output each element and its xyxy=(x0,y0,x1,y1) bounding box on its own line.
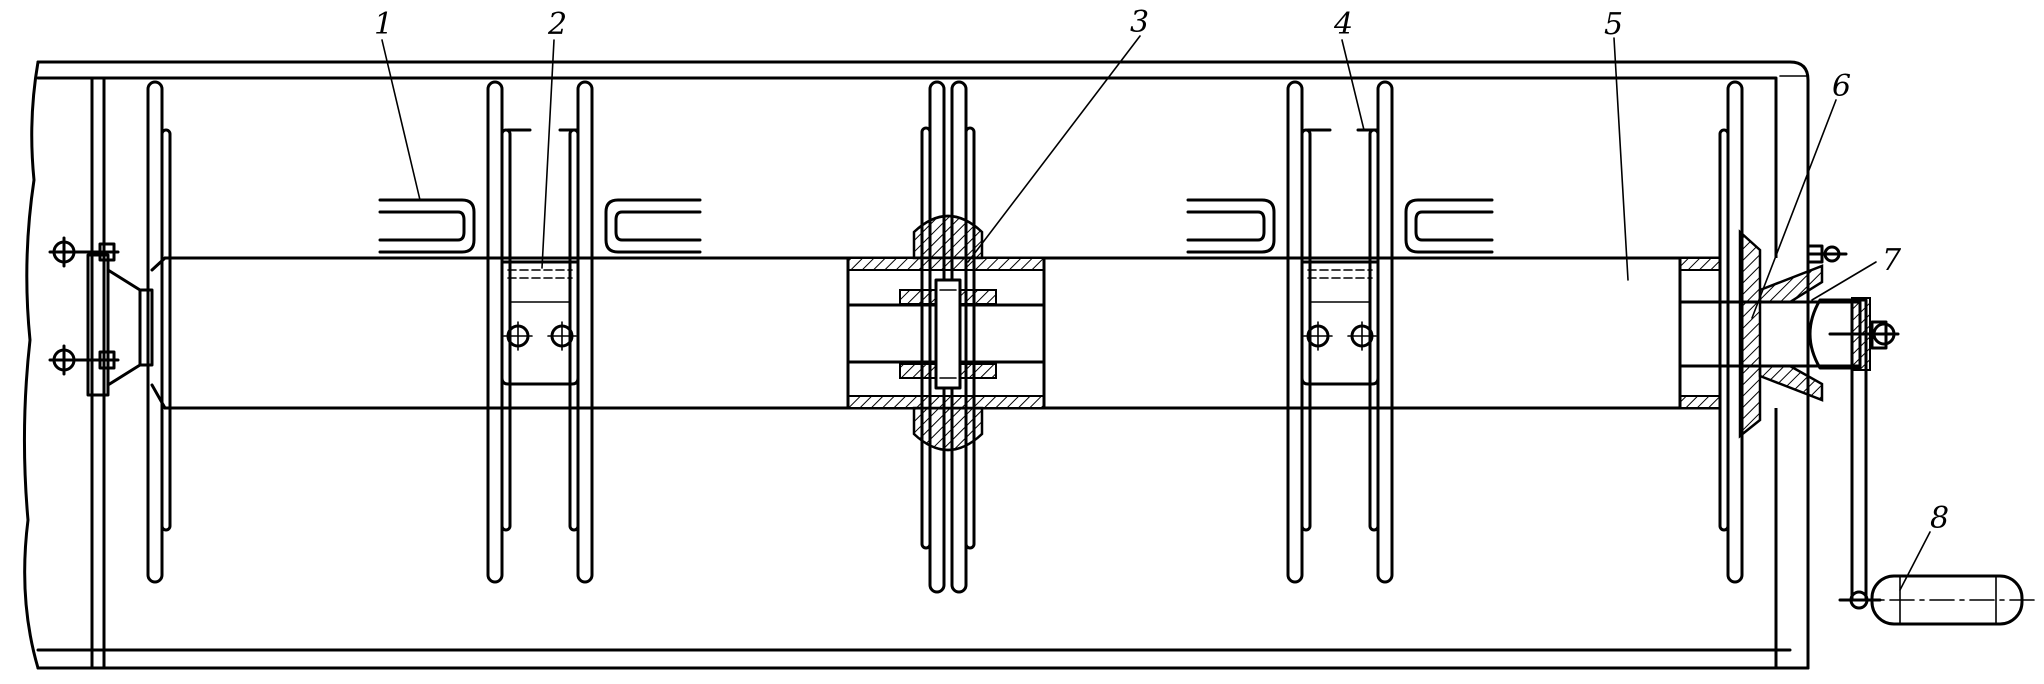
part-labels: 1 2 3 4 5 6 7 8 xyxy=(374,5,1949,536)
label-1: 1 xyxy=(374,7,393,42)
center-coupling-section xyxy=(846,80,1046,594)
bolt-icon xyxy=(1303,321,1333,351)
bolt-icon xyxy=(547,321,577,351)
trough-frame xyxy=(22,60,1810,670)
label-8: 8 xyxy=(1930,501,1949,536)
bolt-icon xyxy=(48,344,120,376)
label-2: 2 xyxy=(547,7,567,42)
right-end-section xyxy=(1678,80,1900,602)
bolt-icon xyxy=(1828,320,1900,350)
label-6: 6 xyxy=(1832,69,1851,104)
disc-pair-left xyxy=(378,80,702,584)
bolt-icon xyxy=(1347,321,1377,351)
disc xyxy=(146,80,172,584)
bolt-icon xyxy=(48,236,120,268)
label-7: 7 xyxy=(1882,243,1902,278)
leader-lines xyxy=(381,35,1931,591)
disc-pair-right xyxy=(1186,80,1494,584)
bolt-icon xyxy=(503,321,533,351)
label-4: 4 xyxy=(1333,7,1353,42)
label-3: 3 xyxy=(1130,5,1149,40)
label-5: 5 xyxy=(1604,7,1623,42)
bolt-icon xyxy=(1806,244,1848,264)
left-bearing xyxy=(48,236,167,410)
crank-handle xyxy=(1838,574,2041,626)
